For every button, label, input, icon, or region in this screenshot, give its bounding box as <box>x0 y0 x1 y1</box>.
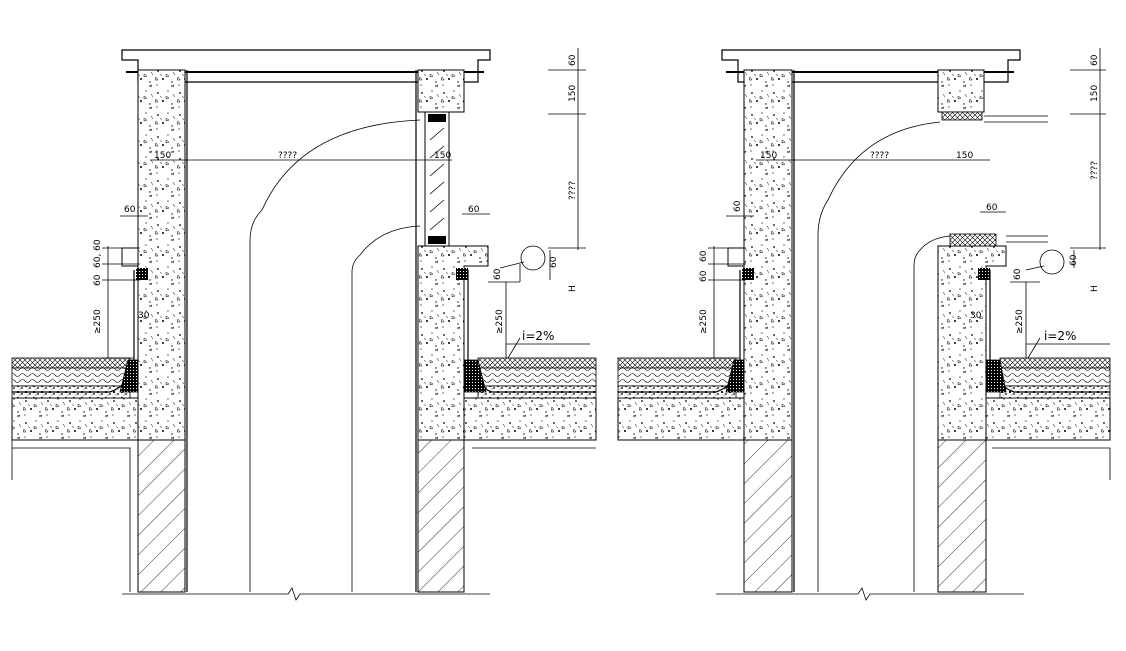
left-dim-left-60: 60 <box>93 274 103 286</box>
left-detail: 60 150 150 ???? 150 ???? 60 60 60, 60 60… <box>11 48 597 601</box>
left-dim-lip-60-right: 60 <box>468 205 480 215</box>
right-lower-wall-right <box>937 439 987 593</box>
left-dim-right-150: 150 <box>434 151 451 161</box>
left-slope-label: i=2% <box>522 329 554 343</box>
left-floor-slab <box>11 397 139 441</box>
right-dim-lip-60-left: 60 <box>733 200 743 212</box>
right-dim-right-60: 60 <box>1069 254 1079 266</box>
right-top-cap <box>721 49 1021 83</box>
right-dim-right-60b: 60 <box>1013 268 1023 280</box>
left-dim-left-150: 150 <box>154 151 171 161</box>
right-detail: 60 150 150 ???? 150 ???? 60 60 60 60 ≥25… <box>617 48 1111 601</box>
right-dim-top-60: 60 <box>1090 54 1100 66</box>
left-louver <box>429 127 445 231</box>
left-dim-left-60-60: 60, 60 <box>93 239 103 268</box>
right-dim-left-60: 60 <box>699 250 709 262</box>
left-dim-left-ge250: ≥250 <box>93 309 103 334</box>
right-dim-right-150: 150 <box>956 151 973 161</box>
left-dim-center-span: ???? <box>278 151 297 161</box>
left-dim-top-60: 60 <box>568 54 578 66</box>
right-dim-left-150: 150 <box>760 151 777 161</box>
right-lower-wall-left <box>743 439 793 593</box>
right-slope-label: i=2% <box>1044 329 1076 343</box>
left-dim-small-30: 30 <box>138 311 150 321</box>
left-dim-right-ge250: ≥250 <box>495 309 505 334</box>
left-dim-top-150: 150 <box>568 85 578 102</box>
right-right-pillar-top <box>937 69 985 113</box>
right-dim-side-height: ???? <box>1090 161 1100 180</box>
left-dim-side-height: ???? <box>568 181 578 200</box>
left-arch-curve <box>249 119 421 592</box>
right-dim-small-30: 30 <box>970 311 982 321</box>
left-right-pillar-top <box>417 69 465 113</box>
right-floor-slab <box>617 397 745 441</box>
left-dim-right-H: H <box>568 285 578 292</box>
right-dim-left-60b: 60 <box>699 270 709 282</box>
left-dim-right-60b: 60 <box>493 268 503 280</box>
right-dim-top-150: 150 <box>1090 85 1100 102</box>
left-lower-wall-right <box>417 439 465 593</box>
right-dim-lip-60-right: 60 <box>986 203 998 213</box>
left-top-cap <box>121 49 491 83</box>
right-dim-right-ge250: ≥250 <box>1015 309 1025 334</box>
right-dim-center-span: ???? <box>870 151 889 161</box>
left-dim-right-60a: 60 <box>549 256 559 268</box>
right-dim-left-ge250: ≥250 <box>699 309 709 334</box>
left-dim-lip-60-left: 60 <box>124 205 136 215</box>
left-lower-wall-left <box>137 439 186 593</box>
right-dim-right-H: H <box>1090 285 1100 292</box>
